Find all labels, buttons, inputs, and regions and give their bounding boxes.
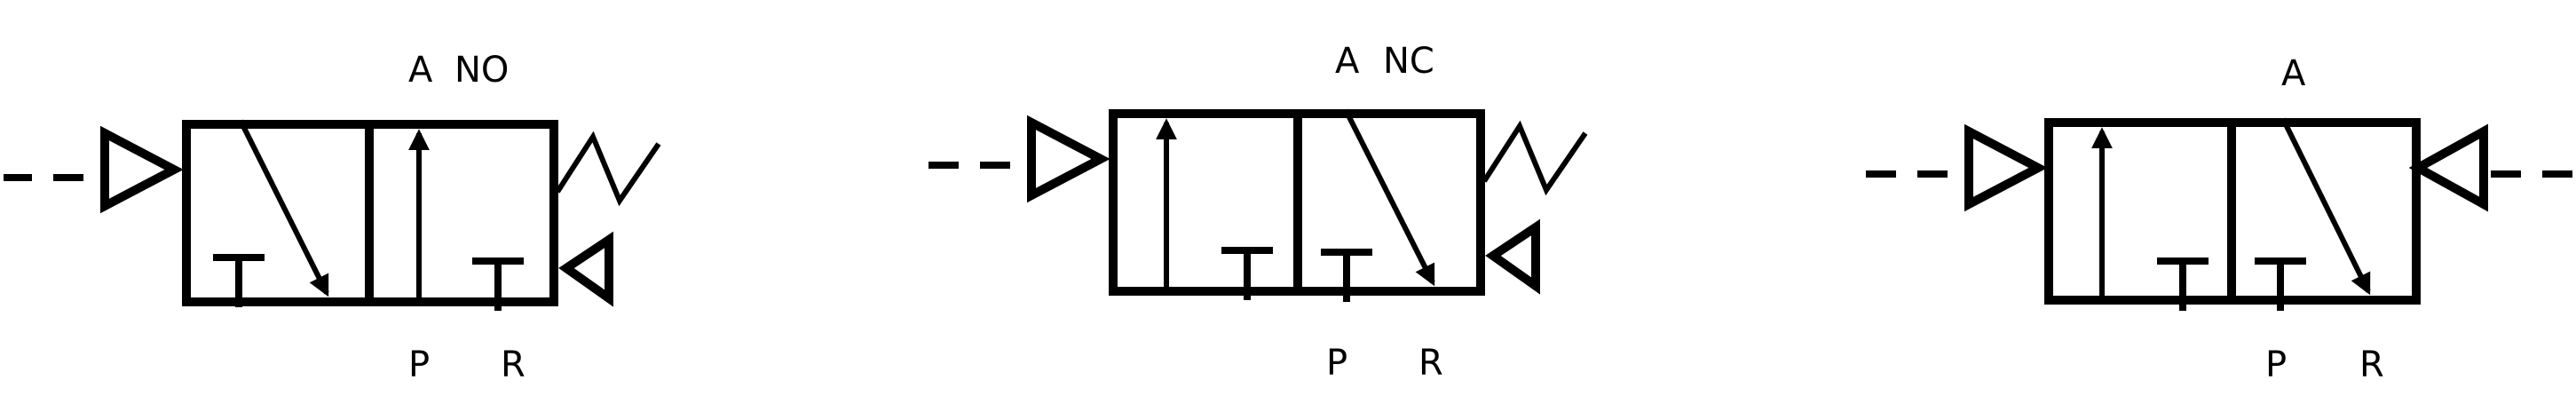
valve-nc-spring-icon bbox=[1482, 120, 1588, 196]
valve-nc-port-p-label: P bbox=[1326, 343, 1347, 384]
valve-nc-type-label: NC bbox=[1383, 41, 1434, 82]
valve-nc-diagonal-flow-arrow bbox=[1343, 108, 1435, 287]
valve-double-pilot: A P R bbox=[1866, 53, 2572, 385]
valve-nc-port-r-label: R bbox=[1418, 343, 1443, 384]
valve-no-port-p-label: P bbox=[408, 345, 430, 385]
valve-3-diagonal-flow-arrow bbox=[2280, 117, 2371, 296]
valve-no-diagonal-flow-arrow bbox=[238, 119, 329, 297]
valve-nc: A NC P R bbox=[928, 41, 1588, 384]
valve-3-right-pilot-triangle-icon bbox=[2408, 123, 2488, 212]
valve-nc-right-pilot-triangle-icon bbox=[1485, 218, 1540, 295]
valve-no-type-label: NO bbox=[454, 50, 509, 91]
valve-nc-port-a-label: A bbox=[1335, 41, 1360, 82]
valve-3-port-p-label: P bbox=[2265, 345, 2287, 385]
valve-no: A NO P R bbox=[4, 50, 661, 385]
valve-3-port-r-label: R bbox=[2359, 345, 2384, 385]
valve-nc-pilot-triangle-icon bbox=[1027, 115, 1110, 203]
valve-no-spring-icon bbox=[555, 131, 661, 207]
valve-no-port-r-label: R bbox=[501, 345, 525, 385]
valve-no-right-pilot-triangle-icon bbox=[558, 231, 613, 307]
valve-3-port-a-label: A bbox=[2281, 53, 2306, 94]
valve-no-pilot-triangle-icon bbox=[100, 125, 184, 214]
valve-no-port-a-label: A bbox=[408, 50, 433, 91]
valve-3-left-pilot-triangle-icon bbox=[1964, 123, 2048, 212]
